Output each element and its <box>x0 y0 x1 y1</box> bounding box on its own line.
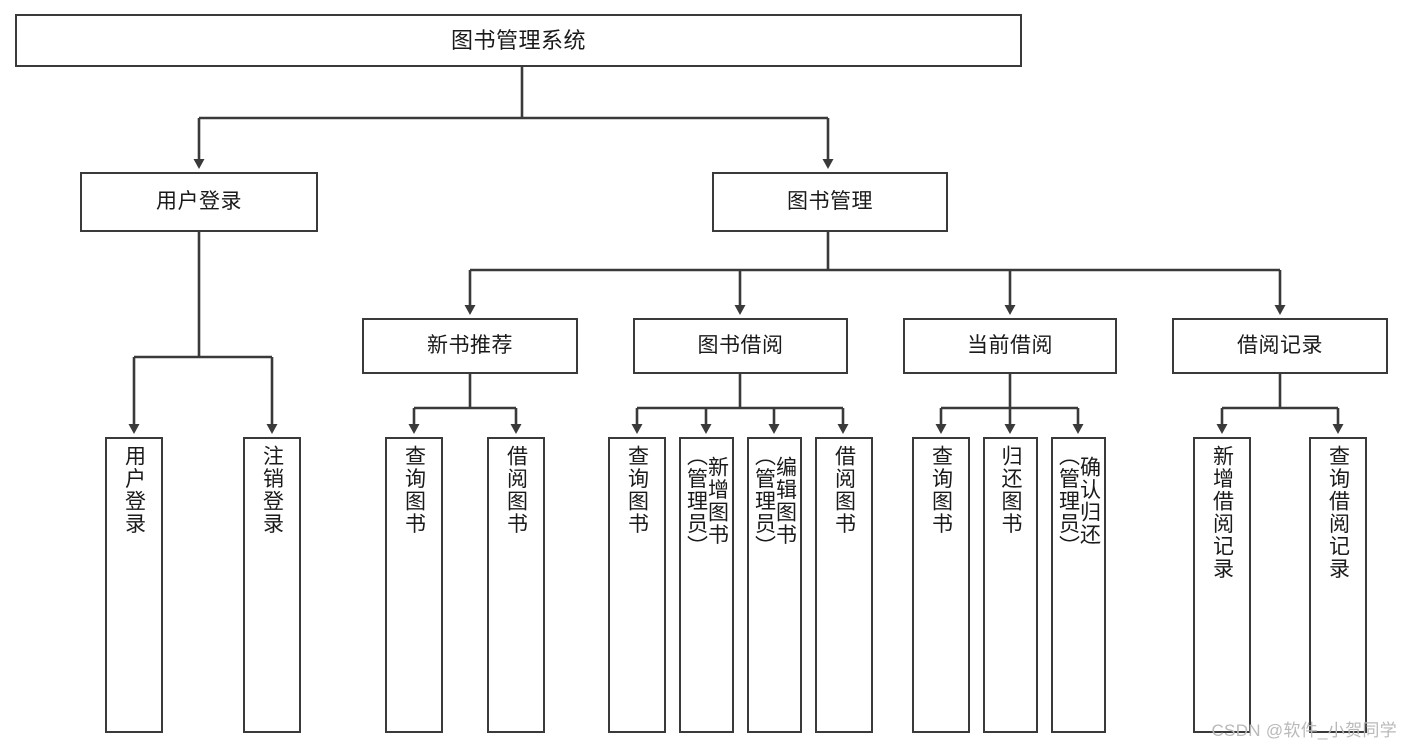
leaf-book-borrow-add-book[interactable]: 新增图书 （管理员） <box>679 437 734 733</box>
node-new-book-recommend[interactable]: 新书推荐 <box>362 318 578 374</box>
node-book-management[interactable]: 图书管理 <box>712 172 948 232</box>
leaf-new-book-query-book[interactable]: 查询图书 <box>385 437 443 733</box>
node-label: 图书管理 <box>787 189 873 213</box>
node-label: 确认归还 （管理员） <box>1056 445 1101 558</box>
node-label: 图书借阅 <box>697 333 784 357</box>
node-label: 用户登录 <box>122 445 146 535</box>
node-label: 借阅记录 <box>1237 333 1323 357</box>
node-label: 新增借阅记录 <box>1210 445 1234 580</box>
node-label: 查询图书 <box>929 445 953 535</box>
leaf-current-borrow-confirm-return[interactable]: 确认归还 （管理员） <box>1051 437 1106 733</box>
leaf-user-login-logout[interactable]: 注销登录 <box>243 437 301 733</box>
node-user-login[interactable]: 用户登录 <box>80 172 318 232</box>
node-label: 用户登录 <box>156 189 242 213</box>
node-label: 归还图书 <box>999 445 1022 535</box>
node-label: 当前借阅 <box>967 333 1053 357</box>
leaf-book-borrow-query-book[interactable]: 查询图书 <box>608 437 666 733</box>
leaf-borrow-record-query-record[interactable]: 查询借阅记录 <box>1309 437 1367 733</box>
node-current-borrow[interactable]: 当前借阅 <box>903 318 1117 374</box>
node-label: 注销登录 <box>260 445 284 535</box>
leaf-current-borrow-query-book[interactable]: 查询图书 <box>912 437 970 733</box>
leaf-current-borrow-return-book[interactable]: 归还图书 <box>983 437 1038 733</box>
node-label: 查询借阅记录 <box>1326 445 1350 580</box>
leaf-new-book-borrow-book[interactable]: 借阅图书 <box>487 437 545 733</box>
leaf-borrow-record-add-record[interactable]: 新增借阅记录 <box>1193 437 1251 733</box>
node-label: 查询图书 <box>402 445 426 535</box>
leaf-book-borrow-borrow-book[interactable]: 借阅图书 <box>815 437 873 733</box>
node-borrow-record[interactable]: 借阅记录 <box>1172 318 1388 374</box>
node-label: 图书管理系统 <box>450 27 586 53</box>
node-label: 新增图书 （管理员） <box>684 445 729 558</box>
node-label: 借阅图书 <box>504 445 528 535</box>
node-label: 新书推荐 <box>427 333 513 357</box>
watermark: CSDN @软件_小贺同学 <box>1211 721 1397 740</box>
node-label: 编辑图书 （管理员） <box>752 445 797 558</box>
node-label: 借阅图书 <box>832 445 856 535</box>
node-root-system[interactable]: 图书管理系统 <box>15 14 1022 67</box>
leaf-book-borrow-edit-book[interactable]: 编辑图书 （管理员） <box>747 437 802 733</box>
node-label: 查询图书 <box>625 445 649 535</box>
node-book-borrow[interactable]: 图书借阅 <box>633 318 848 374</box>
leaf-user-login-login[interactable]: 用户登录 <box>105 437 163 733</box>
